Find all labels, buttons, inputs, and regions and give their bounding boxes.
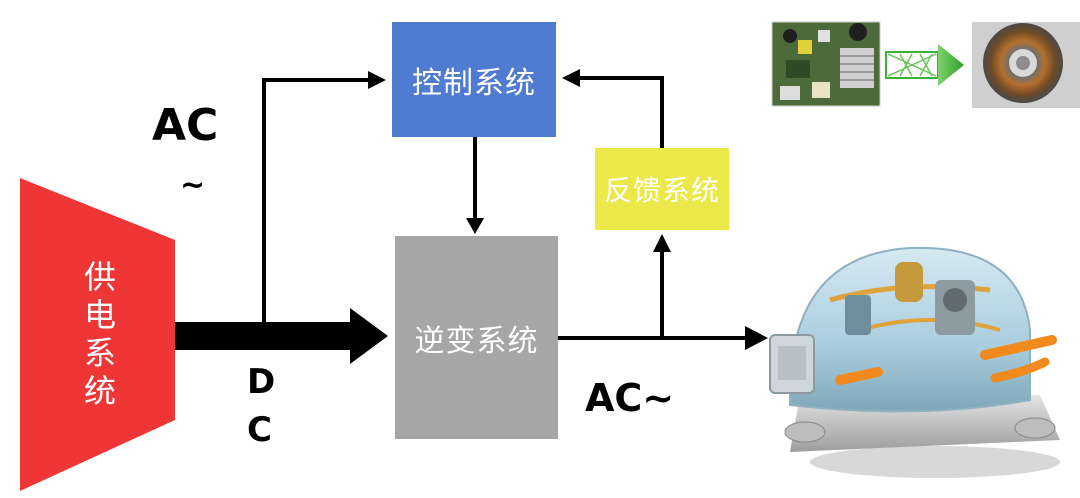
inverter-block: 逆变系统: [395, 236, 558, 439]
control-block: 控制系统: [392, 22, 556, 137]
supply-block: [20, 178, 175, 491]
pcb-board-image: [771, 21, 881, 107]
inverter-block-label: 逆变系统: [414, 323, 539, 359]
control-to-inverter-arrow: [466, 137, 484, 234]
feedback-to-control-arrow: [562, 69, 664, 148]
dc-label-d: D: [247, 362, 276, 402]
control-block-label: 控制系统: [412, 65, 536, 101]
ac-branch-to-control-arrow: [262, 71, 386, 322]
compressor-image: [769, 246, 1060, 478]
output-to-feedback-arrow: [653, 234, 671, 338]
inverter-output-arrow: [558, 326, 768, 350]
ac-label-top: AC: [152, 100, 219, 151]
ac-tilde-top: ~: [180, 168, 206, 203]
supply-block-label: 供电系统: [83, 258, 116, 410]
motor-image: [972, 22, 1080, 108]
dc-main-arrow: [175, 308, 388, 364]
dc-label-c: C: [247, 410, 272, 450]
green-transfer-arrow-icon: [885, 44, 964, 86]
feedback-block-label: 反馈系统: [603, 174, 720, 207]
feedback-block: 反馈系统: [595, 148, 729, 230]
ac-output-label: AC~: [585, 376, 675, 420]
